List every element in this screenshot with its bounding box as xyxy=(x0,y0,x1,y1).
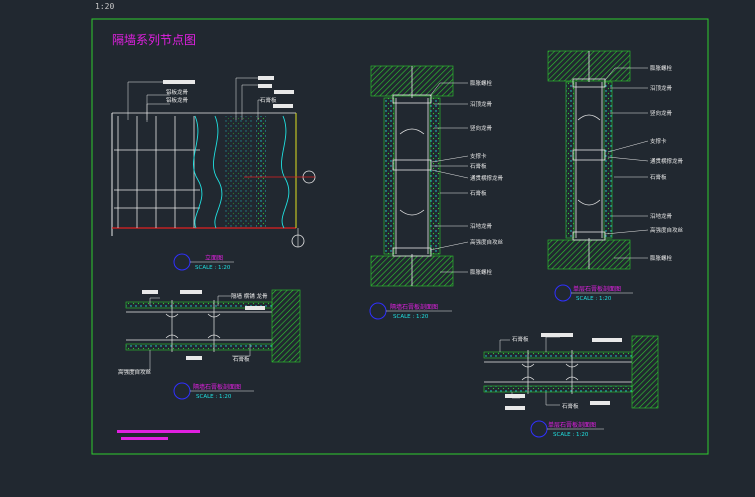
plan-left-label-2: 高强度自攻丝 xyxy=(118,368,152,376)
elevation-label-1: 铝板龙骨 xyxy=(166,96,189,104)
legend-bar-1 xyxy=(117,430,200,433)
section-mid-label-9: 膨胀螺栓 xyxy=(470,268,493,276)
elevation-label-0: 铝板龙骨 xyxy=(166,88,189,96)
section-mid-drawing: 膨胀螺栓 沿顶龙骨 竖向龙骨 支撑卡 石膏板 通贯横撑龙骨 石膏板 沿地龙骨 高… xyxy=(369,65,504,320)
section-mid-label-0: 膨胀螺栓 xyxy=(470,79,493,87)
section-mid-label-7: 沿地龙骨 xyxy=(470,222,493,230)
plan-left-caption: 隔墙石膏板剖面图 xyxy=(193,383,241,391)
section-mid-caption: 隔墙石膏板剖面图 xyxy=(390,303,438,311)
section-mid-label-3: 支撑卡 xyxy=(470,152,487,160)
plan-left-label-1: 石膏板 xyxy=(233,355,250,363)
section-right-label-6: 沿地龙骨 xyxy=(650,212,673,220)
plan-right-drawing: 石膏板 石膏板 单层石膏板剖面图 SCALE : 1:20 xyxy=(483,333,659,438)
plan-left-drawing: 隔墙 横铺 龙骨 石膏板 高强度自攻丝 隔墙石膏板剖面图 SCALE : 1:2… xyxy=(118,289,301,400)
plan-right-caption: 单层石膏板剖面图 xyxy=(548,421,596,429)
section-right-label-1: 沿顶龙骨 xyxy=(650,84,673,92)
section-mid-label-6: 石膏板 xyxy=(470,189,487,197)
plan-right-label-0: 石膏板 xyxy=(512,335,529,343)
section-mid-label-4: 石膏板 xyxy=(470,162,487,170)
section-right-drawing: 膨胀螺栓 沿顶龙骨 竖向龙骨 支撑卡 通贯横撑龙骨 石膏板 沿地龙骨 高强度自攻… xyxy=(547,50,684,302)
section-right-label-3: 支撑卡 xyxy=(650,137,667,145)
section-mid-label-1: 沿顶龙骨 xyxy=(470,100,493,108)
elevation-caption: 立面图 xyxy=(205,254,223,262)
plan-left-label-0: 隔墙 横铺 龙骨 xyxy=(231,292,268,300)
section-right-label-0: 膨胀螺栓 xyxy=(650,64,673,72)
section-mid-label-5: 通贯横撑龙骨 xyxy=(470,174,504,182)
section-right-caption: 单层石膏板剖面图 xyxy=(573,285,621,293)
section-right-label-8: 膨胀螺栓 xyxy=(650,254,673,262)
section-right-scale: SCALE : 1:20 xyxy=(576,296,612,302)
plan-right-scale: SCALE : 1:20 xyxy=(553,432,589,438)
section-mid-label-8: 高强度自攻丝 xyxy=(470,238,504,246)
plan-left-scale: SCALE : 1:20 xyxy=(196,394,232,400)
plan-right-label-1: 石膏板 xyxy=(562,402,579,410)
section-mid-scale: SCALE : 1:20 xyxy=(393,314,429,320)
section-right-label-2: 竖向龙骨 xyxy=(650,109,673,117)
viewport-scale-label: 1:20 xyxy=(95,2,115,11)
section-right-label-7: 高强度自攻丝 xyxy=(650,226,684,234)
elevation-label-2: 石膏板 xyxy=(260,96,277,104)
section-right-label-5: 石膏板 xyxy=(650,173,667,181)
section-right-label-4: 通贯横撑龙骨 xyxy=(650,157,684,165)
elevation-scale: SCALE : 1:20 xyxy=(195,265,231,271)
legend-bar-2 xyxy=(121,437,168,440)
sheet-title: 隔墙系列节点图 xyxy=(112,33,196,47)
drawing-frame xyxy=(91,18,709,455)
elevation-drawing: 铝板龙骨 铝板龙骨 石膏板 立面图 SCALE : 1:20 xyxy=(111,76,316,271)
section-mid-label-2: 竖向龙骨 xyxy=(470,124,493,132)
